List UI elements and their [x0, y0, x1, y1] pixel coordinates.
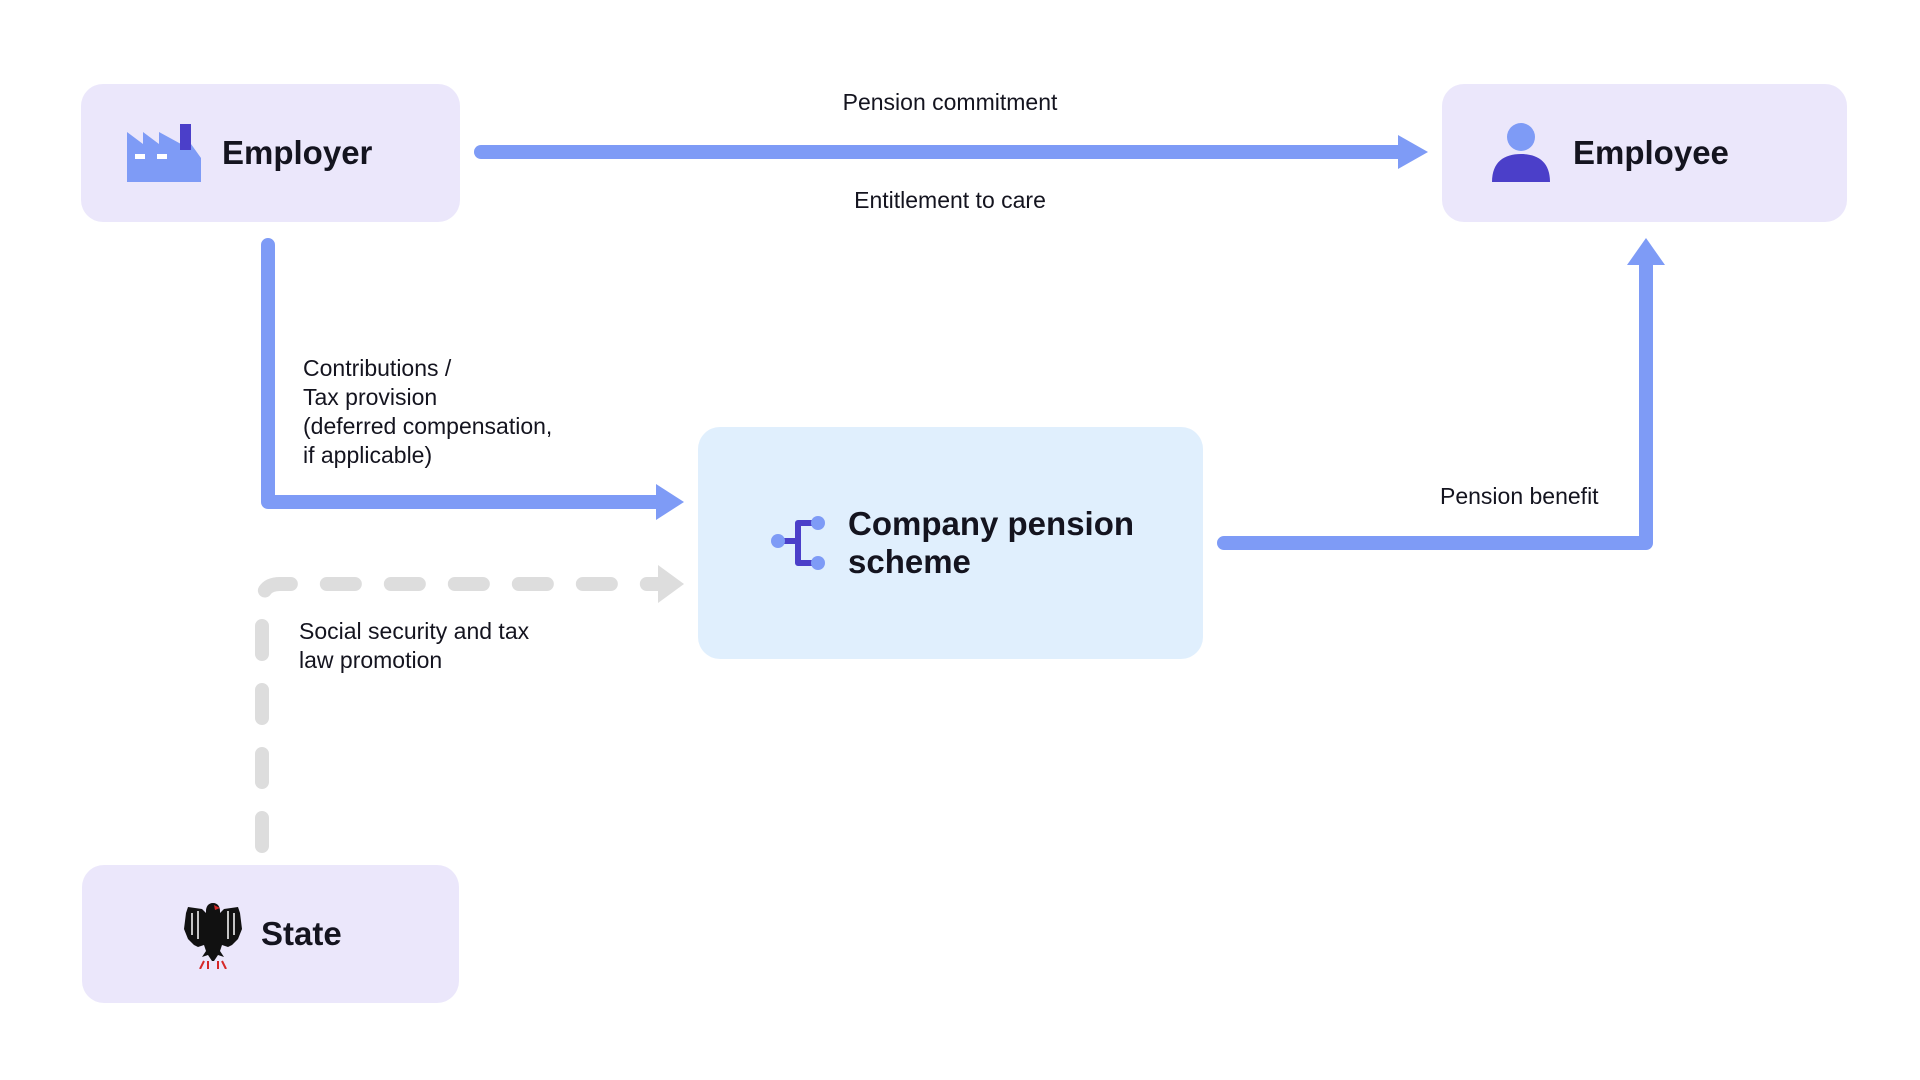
arrow-pension-commitment	[474, 135, 1428, 169]
entitlement-to-care-label: Entitlement to care	[854, 187, 1046, 213]
social-security-label: Social security and tax law promotion	[299, 618, 530, 673]
employee-node: Employee	[1442, 84, 1847, 222]
person-icon	[1492, 122, 1550, 187]
arrow-pension-benefit	[1217, 238, 1665, 550]
pension-tree-icon	[770, 515, 828, 578]
scheme-label: Company pension scheme	[848, 505, 1135, 580]
federal-eagle-icon	[184, 899, 242, 974]
employer-label: Employer	[222, 134, 373, 171]
arrow-social-security	[255, 565, 684, 853]
company-pension-scheme-node: Company pension scheme	[698, 427, 1203, 659]
state-label: State	[261, 915, 342, 952]
state-node: State	[82, 865, 459, 1003]
arrow-contributions	[261, 238, 684, 520]
pension-benefit-label: Pension benefit	[1440, 483, 1599, 509]
pension-commitment-label: Pension commitment	[842, 89, 1058, 115]
employer-node: Employer	[81, 84, 460, 222]
factory-icon	[127, 124, 201, 187]
employee-label: Employee	[1573, 134, 1729, 171]
contributions-label: Contributions / Tax provision (deferred …	[303, 355, 553, 468]
